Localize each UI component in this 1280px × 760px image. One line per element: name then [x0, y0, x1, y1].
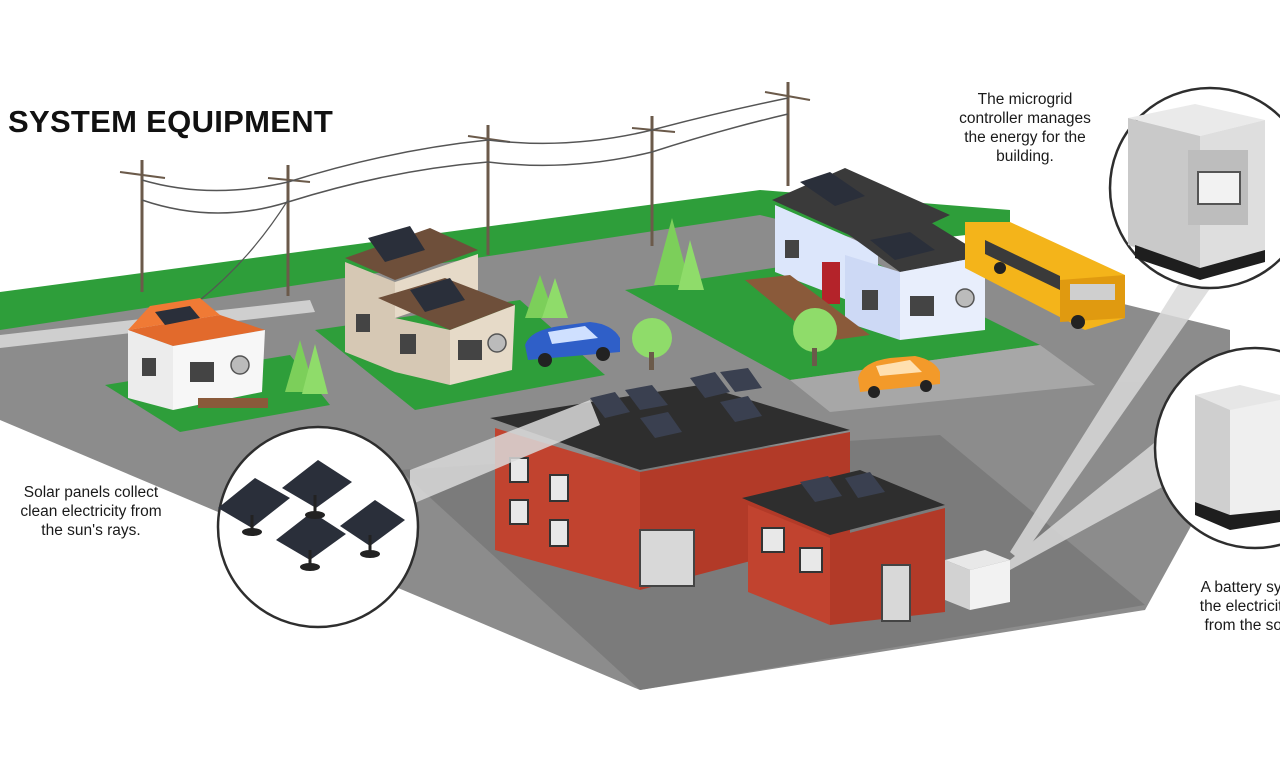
page-title: SYSTEM EQUIPMENT [8, 104, 334, 139]
house-icon [128, 298, 268, 410]
tree-icon [285, 218, 837, 394]
solar-panel-icon [800, 172, 935, 260]
callout-line: Solar panels collect [23, 484, 159, 501]
battery-magnifier [1153, 346, 1280, 550]
callout-line: the sun's rays. [41, 522, 141, 539]
callout-controller: The microgrid controller manages the ene… [930, 90, 1120, 166]
callout-line: the energy for the [964, 129, 1086, 146]
school-bus-icon [965, 222, 1125, 330]
house-icon [745, 168, 985, 342]
parking-lot [790, 345, 1095, 412]
solar-panel-icon [368, 226, 465, 312]
controller-magnifier [1108, 86, 1280, 290]
battery-cabinet-icon [945, 550, 1010, 610]
callout-beams [410, 250, 1230, 570]
power-line-icon [119, 82, 811, 301]
battery-cabinet-icon [1195, 385, 1280, 530]
callout-line: clean electricity from [20, 503, 162, 520]
callout-line: controller manages [959, 110, 1091, 127]
callout-line: The microgrid [977, 91, 1073, 108]
electric-car-icon [858, 356, 940, 398]
electric-car-icon [525, 322, 620, 367]
callout-line: A battery sys [1200, 579, 1280, 596]
callout-line: from the sol [1204, 617, 1280, 634]
callout-solar: Solar panels collect clean electricity f… [0, 483, 196, 540]
callout-line: building. [996, 148, 1054, 165]
microgrid-controller-icon [1128, 104, 1265, 280]
solar-panel-icon [155, 306, 200, 325]
solar-panel-icon [218, 460, 405, 571]
solar-magnifier [216, 425, 420, 629]
callout-line: the electricity [1199, 598, 1280, 615]
solar-panel-icon [590, 368, 885, 502]
callout-battery: A battery sys the electricity from the s… [1150, 578, 1280, 635]
